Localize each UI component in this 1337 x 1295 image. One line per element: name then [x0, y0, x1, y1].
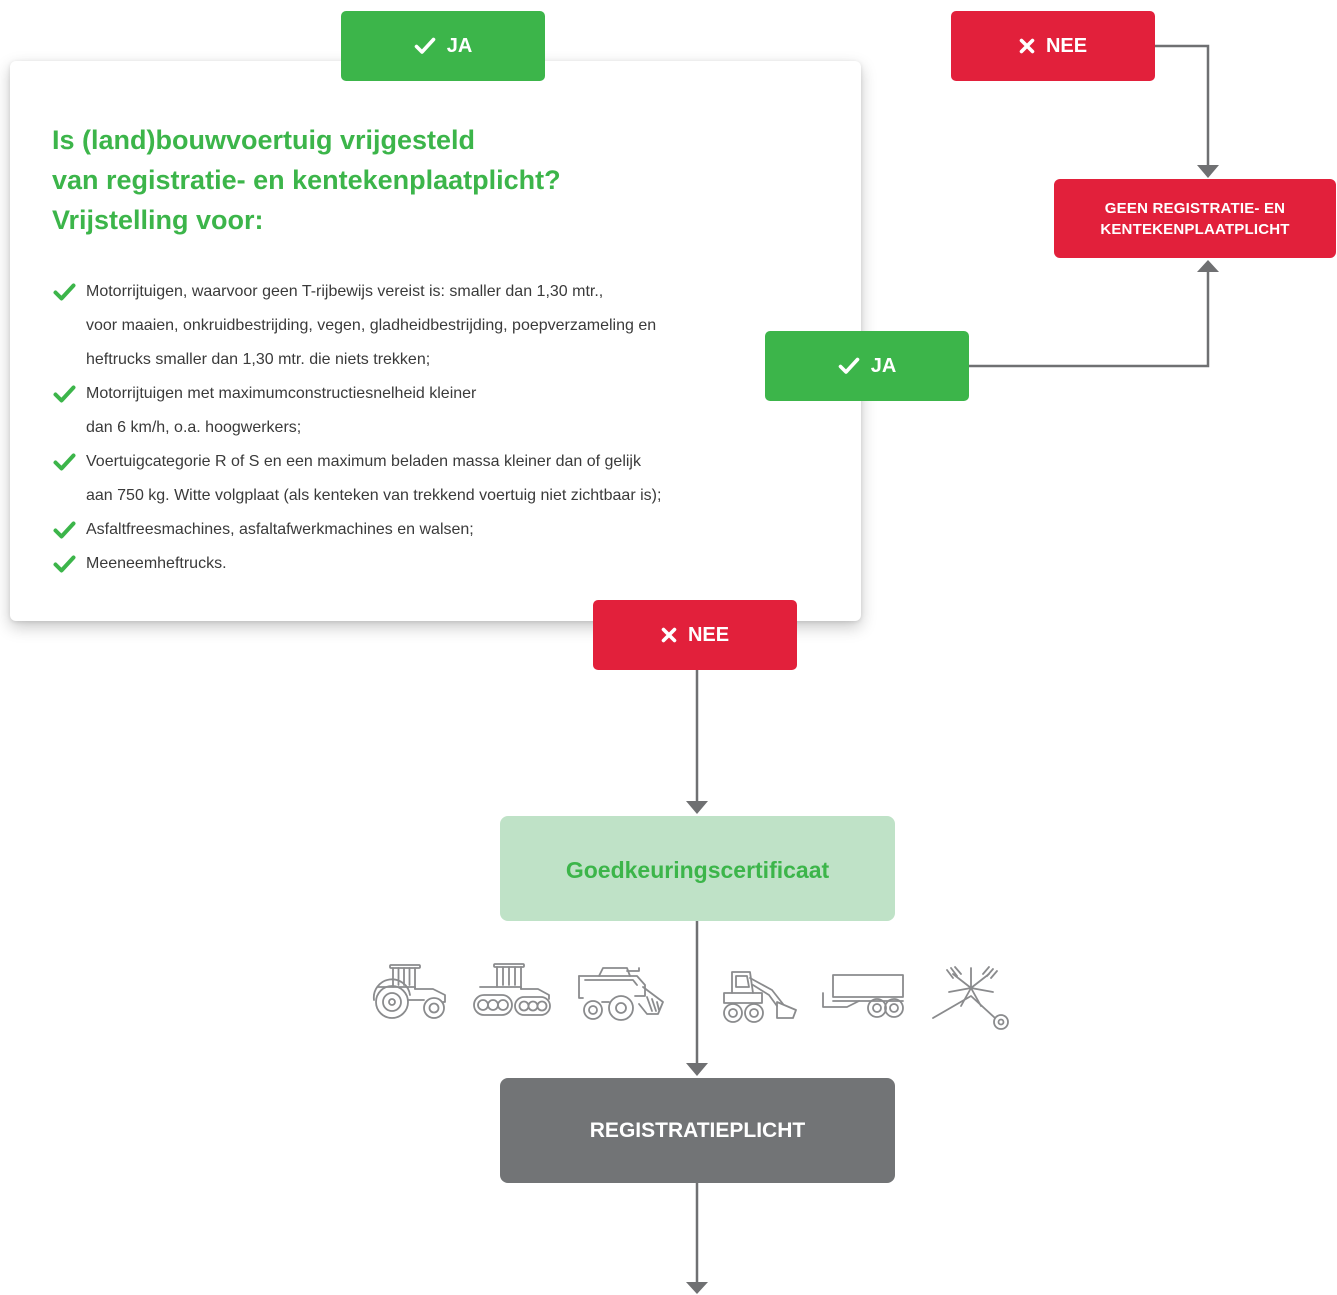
check-icon	[53, 521, 76, 539]
arrowhead-down	[686, 1063, 708, 1076]
card-title-line: van registratie- en kentekenplaatplicht?	[52, 165, 561, 195]
exemption-list-item: Motorrijtuigen, waarvoor geen T-rijbewij…	[52, 275, 661, 377]
list-item-text: voor maaien, onkruidbestrijding, vegen, …	[86, 317, 657, 334]
close-icon	[661, 627, 677, 643]
arrowhead-down	[1197, 165, 1219, 178]
check-icon	[53, 283, 76, 301]
trailer-icon	[821, 973, 905, 1019]
button-label: NEE	[1045, 34, 1088, 57]
list-item-text: Meeneemheftrucks.	[86, 555, 227, 572]
list-item-text: Motorrijtuigen met maximumconstructiesne…	[86, 385, 477, 402]
button-label: JA	[446, 34, 473, 57]
button-label: NEE	[687, 623, 730, 646]
tractor-icon	[372, 964, 450, 1020]
top-no-button[interactable]: NEE	[951, 11, 1155, 81]
arrowhead-down	[686, 1282, 708, 1294]
list-item-text: Motorrijtuigen, waarvoor geen T-rijbewij…	[86, 283, 604, 300]
arrowhead-up	[1197, 260, 1219, 272]
check-icon	[53, 555, 76, 573]
certificate-box: Goedkeuringscertificaat	[500, 816, 895, 921]
check-icon	[53, 385, 76, 403]
registration-label: REGISTRATIEPLICHT	[589, 1118, 806, 1142]
crawler-tractor-icon	[472, 963, 552, 1017]
combine-harvester-icon	[577, 966, 667, 1022]
close-icon	[1019, 38, 1035, 54]
connector-yes-to-exempt	[969, 271, 1210, 368]
exempt-result-box: GEEN REGISTRATIE- EN KENTEKENPLAATPLICHT	[1054, 179, 1336, 258]
check-icon	[414, 37, 436, 54]
list-item-text: Asfaltfreesmachines, asfaltafwerkmachine…	[86, 521, 474, 538]
bottom-no-button[interactable]: NEE	[593, 600, 797, 670]
list-item-text: heftrucks smaller dan 1,30 mtr. die niet…	[86, 351, 431, 368]
card-title-line: Vrijstelling voor:	[52, 205, 264, 235]
exemption-list-item: Motorrijtuigen met maximumconstructiesne…	[52, 377, 661, 445]
card-title-line: Is (land)bouwvoertuig vrijgesteld	[52, 125, 476, 155]
exempt-result-line: KENTEKENPLAATPLICHT	[1100, 220, 1290, 238]
hay-rake-icon	[931, 966, 1011, 1030]
check-icon	[838, 357, 860, 374]
exemption-list-item: Voertuigcategorie R of S en een maximum …	[52, 445, 661, 513]
certificate-label: Goedkeuringscertificaat	[565, 857, 830, 883]
list-item-text: aan 750 kg. Witte volgplaat (als kenteke…	[86, 487, 662, 504]
side-yes-button[interactable]: JA	[765, 331, 969, 401]
check-icon	[53, 453, 76, 471]
button-label: JA	[870, 354, 897, 377]
list-item-text: dan 6 km/h, o.a. hoogwerkers;	[86, 419, 302, 436]
card-title: Is (land)bouwvoertuig vrijgesteld van re…	[52, 120, 561, 240]
registration-box: REGISTRATIEPLICHT	[500, 1078, 895, 1183]
top-yes-button[interactable]: JA	[341, 11, 545, 81]
exemption-list: Motorrijtuigen, waarvoor geen T-rijbewij…	[52, 275, 661, 581]
connector-no-to-exempt	[1155, 44, 1210, 166]
exempt-result-line: GEEN REGISTRATIE- EN	[1104, 199, 1286, 217]
wheel-loader-icon	[722, 969, 798, 1023]
arrowhead-down	[686, 801, 708, 814]
question-card: Is (land)bouwvoertuig vrijgesteld van re…	[10, 61, 861, 621]
exemption-list-item: Meeneemheftrucks.	[52, 547, 661, 581]
list-item-text: Voertuigcategorie R of S en een maximum …	[86, 453, 641, 470]
exemption-list-item: Asfaltfreesmachines, asfaltafwerkmachine…	[52, 513, 661, 547]
